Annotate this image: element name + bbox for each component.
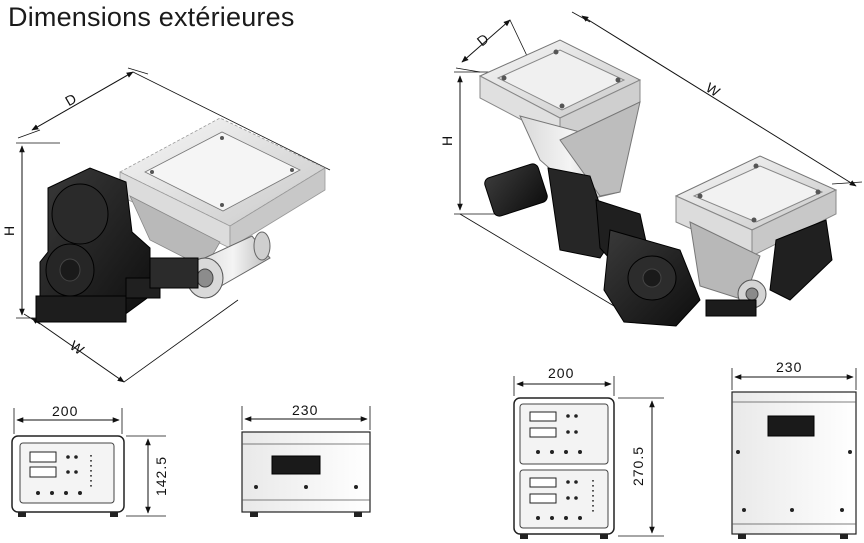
dim-h-label: H (1, 226, 17, 236)
double-unit-drawing: D W H (439, 11, 863, 327)
dim-d2-label: D (474, 30, 492, 49)
dim-d2-line (461, 19, 511, 63)
controller-large-side: 230 (731, 359, 857, 539)
controller-large-side-box (731, 391, 857, 535)
dim-w-line (31, 317, 125, 383)
dim-200b-label: 200 (548, 365, 574, 381)
dim-d-line (31, 71, 134, 131)
dim-w2-label: W (703, 79, 723, 100)
dim-h2-label: H (439, 136, 455, 146)
base-plate (35, 295, 127, 323)
dim-d-label: D (62, 90, 79, 109)
controller-small-front: 200 142.5 (11, 403, 169, 517)
dim-w2-line (581, 15, 857, 187)
single-unit-drawing: D H W (1, 67, 331, 383)
controller-small-side: 230 (241, 402, 371, 517)
page-title: Dimensions extérieures (8, 2, 295, 32)
controller-large-front: 200 270.5 (513, 365, 664, 539)
dim-230-label: 230 (292, 402, 318, 418)
dim-270-label: 270.5 (630, 446, 646, 486)
dim-230b-label: 230 (776, 359, 802, 375)
dim-142-label: 142.5 (153, 456, 169, 496)
dim-200-label: 200 (52, 403, 78, 419)
